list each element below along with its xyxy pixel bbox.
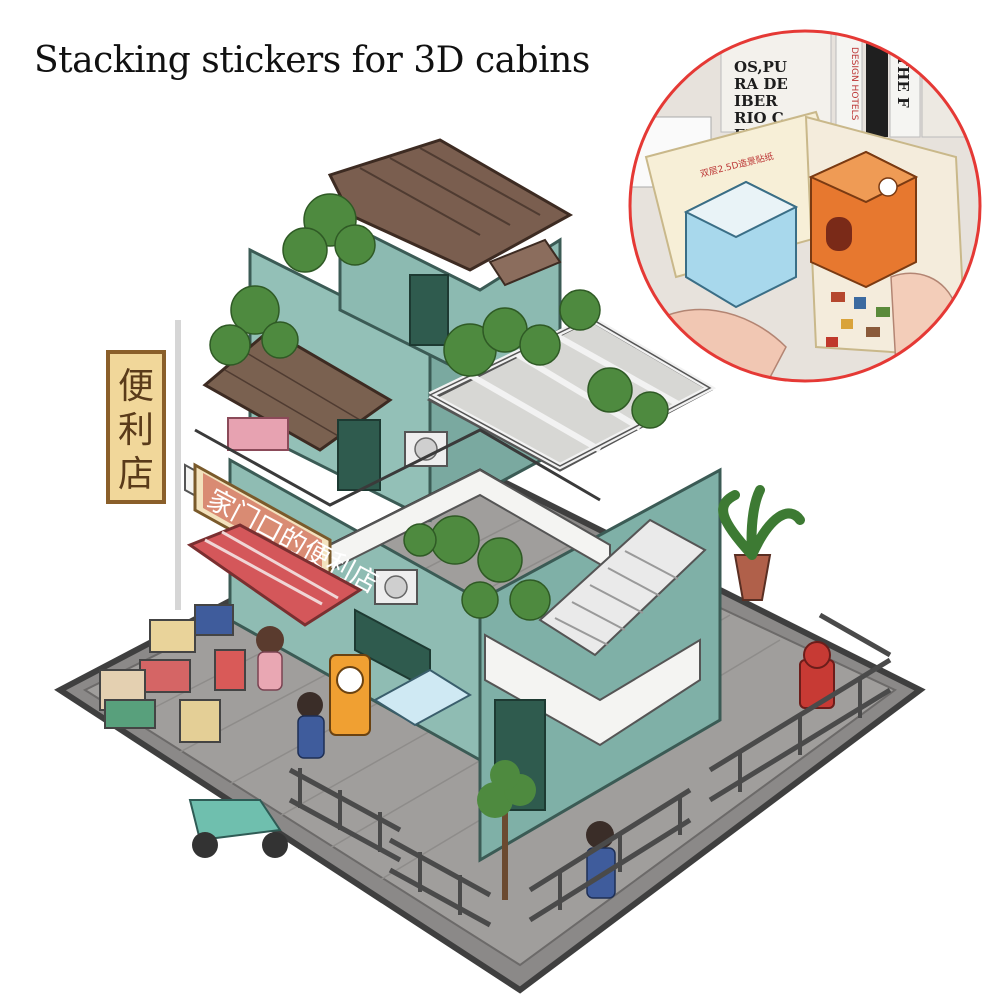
- front-tree: [477, 760, 536, 900]
- vertical-sign: [106, 350, 166, 504]
- book-spine-1: DESIGN HOTELS: [849, 47, 859, 121]
- gumball-machine: [329, 654, 371, 736]
- girl-figure: [256, 626, 284, 691]
- woman-figure: [586, 821, 616, 899]
- book-spine-a: [835, 31, 863, 138]
- product-photo-inset: OS,PU RA DE IBER RIO C ENO I DESIGN HOTE…: [628, 29, 982, 383]
- crates: [99, 604, 246, 743]
- top-door: [409, 274, 449, 346]
- book-line-4: RIO C: [734, 109, 784, 127]
- book-line-2: RA DE: [734, 75, 788, 93]
- pink-curtain: [227, 417, 289, 451]
- shop-banner-face: [203, 473, 322, 575]
- clock-icon: [878, 177, 898, 197]
- awning-stripes: [204, 530, 339, 606]
- balcony-door: [337, 419, 381, 491]
- potted-plant: [718, 485, 805, 601]
- sticker-cabin-door: [826, 217, 852, 251]
- sticker-cabin-blue-roof: [683, 180, 799, 239]
- book-line-1: OS,PU: [734, 58, 787, 76]
- boy-figure: [297, 692, 325, 759]
- door-canopy: [488, 238, 562, 287]
- sign-char-3: 店: [118, 454, 154, 495]
- fence-posts: [298, 678, 862, 915]
- ac-fan-lower: [384, 575, 408, 599]
- stair-steps: [554, 550, 679, 646]
- book-spine-2: THE F: [894, 55, 912, 108]
- roof-ridges: [359, 147, 541, 236]
- inset-border: [628, 29, 982, 383]
- sign-char-1: 便: [118, 366, 154, 407]
- sticker-pieces: [826, 292, 890, 347]
- staircase: [538, 518, 707, 657]
- foliage: [209, 193, 669, 621]
- book-spine-b: [866, 31, 888, 137]
- side-roof-lines: [224, 351, 361, 438]
- headline: Stacking stickers for 3D cabins: [34, 40, 590, 81]
- freezer: [373, 668, 472, 727]
- book-line-3: IBER: [734, 92, 778, 110]
- sign-char-2: 利: [118, 410, 154, 451]
- fire-hydrant: [799, 641, 835, 709]
- scooter: [188, 799, 288, 858]
- landing-wall: [484, 633, 701, 747]
